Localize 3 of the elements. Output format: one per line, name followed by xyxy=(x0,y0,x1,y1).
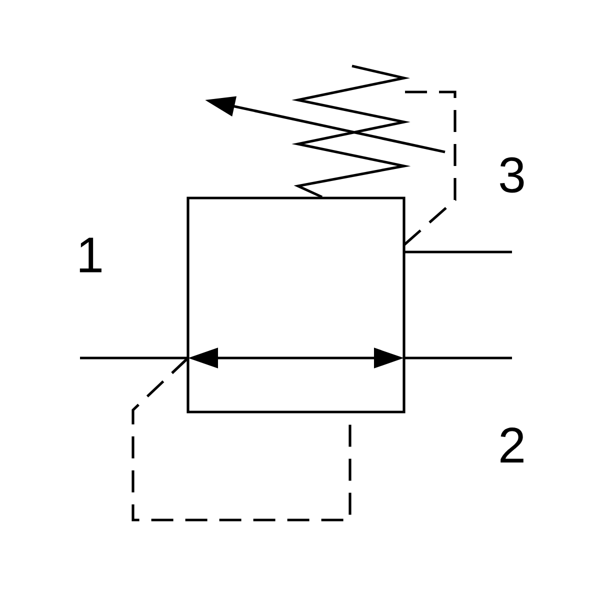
port-number: 1 xyxy=(80,238,102,272)
port-number: 3 xyxy=(500,157,524,193)
port-number: 2 xyxy=(500,428,524,462)
